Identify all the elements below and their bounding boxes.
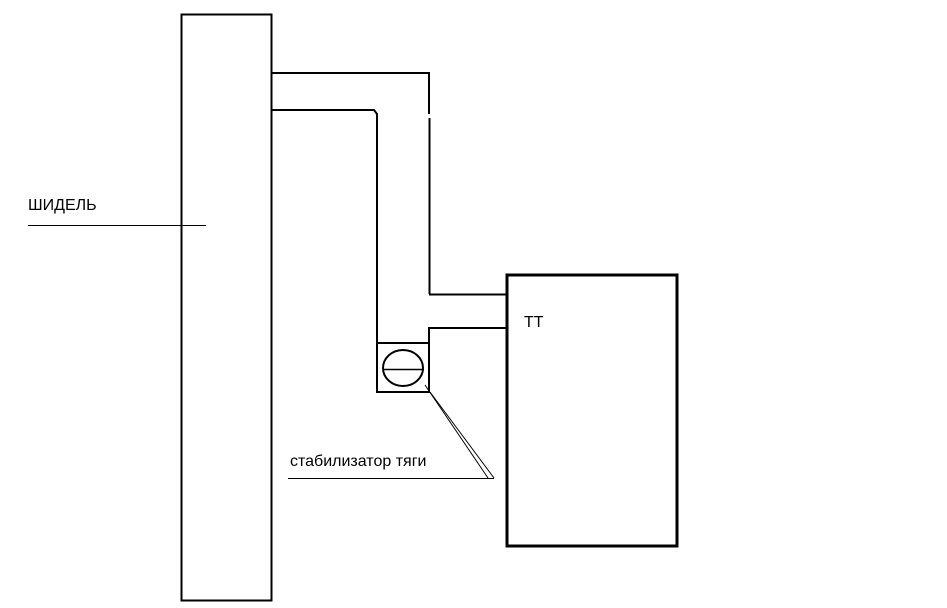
flue-pipe-inner-wall: [272, 109, 378, 343]
flue-pipe-outer-wall: [272, 72, 430, 114]
boiler-body: [505, 273, 679, 548]
boiler-label: ТТ: [524, 314, 544, 331]
draft-stabilizer-box: [376, 342, 430, 393]
chimney-shaft: [180, 13, 273, 602]
draft-stabilizer-flap-icon: [382, 349, 424, 387]
stabilizer-label: стабилизатор тяги: [290, 453, 426, 470]
stabilizer-leader-line-lower: [424, 384, 489, 479]
stabilizer-leader-line-upper: [429, 391, 495, 479]
flue-pipe-inner-to-boiler: [428, 327, 507, 343]
chimney-label: ШИДЕЛЬ: [28, 197, 97, 214]
